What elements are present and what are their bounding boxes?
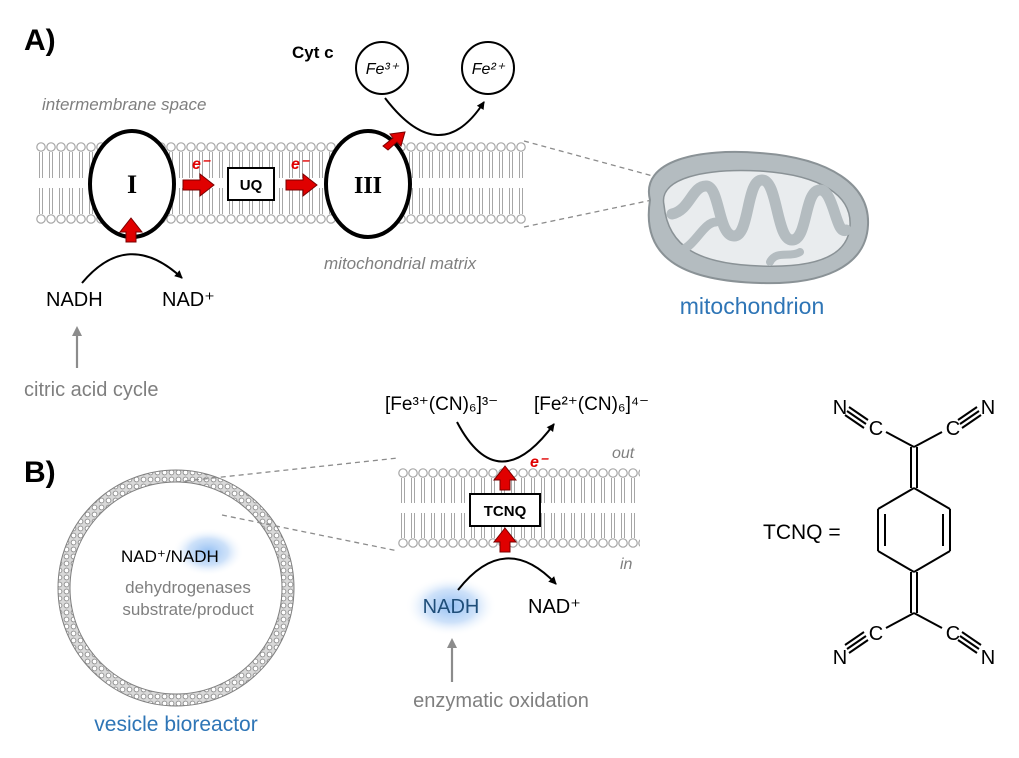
vesicle-membrane xyxy=(58,470,294,706)
tcnq-atom-n1: N xyxy=(833,397,847,419)
electron-arrow-2-icon xyxy=(285,172,318,198)
tcnq-atom-c4: C xyxy=(946,623,960,645)
nadh-oxidation-arrow-a xyxy=(81,253,183,284)
panel-b-label: B) xyxy=(24,456,56,489)
nad-plus-label-b: NAD⁺ xyxy=(528,596,581,618)
fe3-label: Fe³⁺ xyxy=(366,61,400,78)
tcnq-in-red-arrow-icon xyxy=(492,527,518,553)
vesicle-nadh-glow xyxy=(172,528,244,576)
ferricyanide-reduction-arrow xyxy=(456,421,555,463)
tcnq-equals-label: TCNQ = xyxy=(763,521,841,544)
ubiquinone-label: UQ xyxy=(240,177,263,194)
cytc-label: Cyt c xyxy=(292,43,334,62)
electron-label-2: e⁻ xyxy=(291,156,310,173)
cytc-reduction-arrow xyxy=(384,97,485,136)
nad-plus-label-a: NAD⁺ xyxy=(162,289,215,311)
nadh-label-b: NADH xyxy=(423,596,480,618)
tcnq-box-label: TCNQ xyxy=(484,503,527,520)
tcnq-atom-c1: C xyxy=(869,418,883,440)
nadh-label-a: NADH xyxy=(46,289,103,311)
electron-label-1: e⁻ xyxy=(192,156,211,173)
vesicle-substrate-label: substrate/product xyxy=(122,600,254,619)
nadh-glow-b xyxy=(405,576,497,636)
mitochondrion-label: mitochondrion xyxy=(680,293,824,319)
ferricyanide-label: [Fe³⁺(CN)₆]³⁻ xyxy=(385,394,498,415)
complex-iii-red-arrow-icon xyxy=(382,131,406,151)
nadh-oxidation-arrow-b xyxy=(457,557,557,591)
complex-i-red-arrow-icon xyxy=(118,217,144,243)
electron-label-b: e⁻ xyxy=(530,454,549,471)
tcnq-atom-n4: N xyxy=(981,647,995,669)
tcnq-structure-diagram xyxy=(844,406,982,654)
citric-acid-cycle-label: citric acid cycle xyxy=(24,379,158,401)
complex-i-label: I xyxy=(127,170,137,199)
mitochondrion-icon xyxy=(647,150,870,285)
in-label: in xyxy=(620,556,633,573)
enzymatic-oxidation-label: enzymatic oxidation xyxy=(413,690,589,712)
tcnq-atom-c2: C xyxy=(946,418,960,440)
vesicle-dehydrogenases-label: dehydrogenases xyxy=(125,578,251,597)
vesicle-nad-label: NAD⁺/NADH xyxy=(121,547,219,566)
intermembrane-space-label: intermembrane space xyxy=(42,95,206,114)
fe2-label: Fe²⁺ xyxy=(472,61,506,78)
tcnq-box xyxy=(469,493,541,527)
ferrocyanide-label: [Fe²⁺(CN)₆]⁴⁻ xyxy=(534,394,649,415)
tcnq-atom-n2: N xyxy=(981,397,995,419)
out-label: out xyxy=(612,445,635,462)
tcnq-atom-c3: C xyxy=(869,623,883,645)
zoom-line-bottom-a xyxy=(523,199,653,228)
vesicle-outer-edge xyxy=(57,469,295,707)
mitochondrial-matrix-label: mitochondrial matrix xyxy=(324,254,477,273)
complex-iii-shape xyxy=(324,129,412,239)
complex-iii-label: III xyxy=(354,173,382,199)
tcnq-atom-n3: N xyxy=(833,647,847,669)
electron-arrow-1-icon xyxy=(182,172,215,198)
ubiquinone-box xyxy=(227,167,275,201)
zoom-line-bottom-b xyxy=(221,514,399,552)
panel-a-label: A) xyxy=(24,24,56,57)
vesicle-bioreactor-label: vesicle bioreactor xyxy=(94,713,257,736)
zoom-line-top-b xyxy=(175,457,399,483)
fe2-circle xyxy=(461,41,515,95)
tcnq-out-red-arrow-icon xyxy=(492,465,518,491)
fe3-circle xyxy=(355,41,409,95)
